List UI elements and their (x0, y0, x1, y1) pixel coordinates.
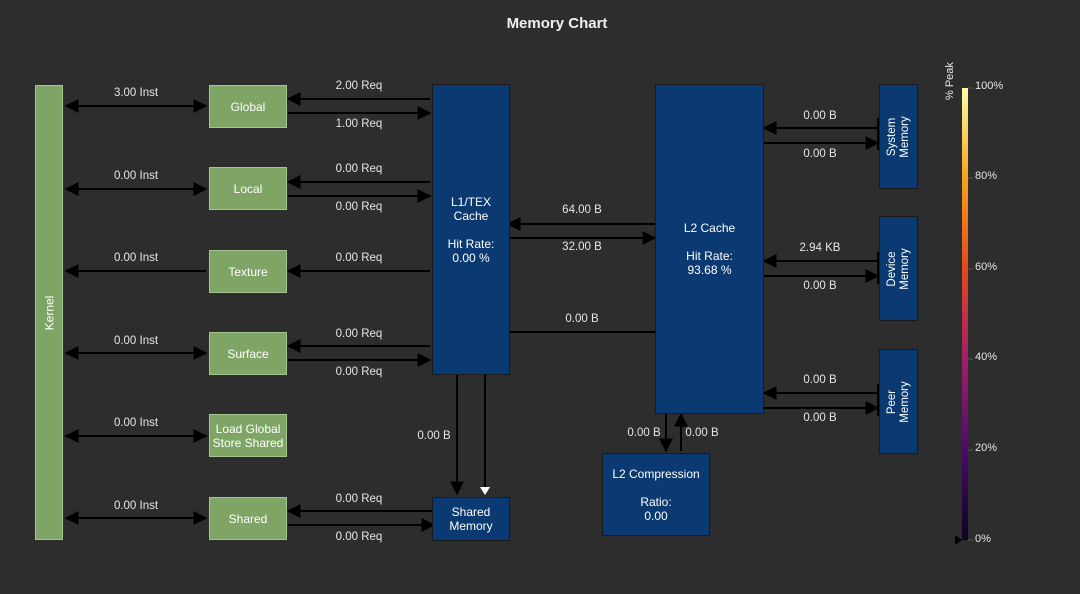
local-l1-top-label: 0.00 Req (335, 163, 383, 175)
load-global-store-shared-box[interactable]: Load Global Store Shared (209, 414, 287, 457)
colorbar-tick-80: 80% (975, 170, 998, 182)
surface-box[interactable]: Surface (209, 332, 287, 375)
colorbar-title: % Peak (944, 62, 956, 100)
colorbar (962, 88, 968, 540)
l1-hit-rate-label: Hit Rate: (447, 236, 495, 251)
peer-memory-line1: Peer (885, 389, 898, 414)
l2-hit-rate-value: 93.68 % (687, 263, 732, 277)
l2-system-bottom-label: 0.00 B (803, 148, 837, 160)
shared-label: Shared (228, 511, 268, 526)
texture-label: Texture (228, 264, 268, 279)
shared-sm-bottom-label: 0.00 Req (335, 531, 383, 543)
peer-memory-box[interactable]: Peer Memory (879, 349, 918, 454)
system-memory-line2: Memory (898, 115, 911, 158)
local-l1-bottom-label: 0.00 Req (335, 201, 383, 213)
l2-system-top-label: 0.00 B (803, 110, 837, 122)
surface-label: Surface (227, 346, 269, 361)
l1-hit-rate-value: 0.00 % (452, 250, 490, 265)
colorbar-tick-40: 40% (975, 351, 998, 363)
texture-l1-label: 0.00 Req (335, 252, 383, 264)
local-label: Local (233, 181, 263, 196)
l2-cache-box[interactable]: L2 Cache Hit Rate: 93.68 % (655, 84, 764, 414)
kernel-global-label: 3.00 Inst (113, 87, 159, 99)
colorbar-tick-60: 60% (975, 261, 998, 273)
l2-compression-name: L2 Compression (612, 466, 700, 481)
lgss-label-line1: Load Global (215, 421, 281, 436)
kernel-texture-label: 0.00 Inst (113, 252, 159, 264)
l2-comp-up-label: 0.00 B (685, 427, 719, 439)
l2-peer-top-label: 0.00 B (803, 374, 837, 386)
kernel-lgss-label: 0.00 Inst (113, 417, 159, 429)
l1-name-line2: Cache (453, 208, 489, 223)
peer-memory-line2: Memory (898, 380, 911, 423)
l2-compression-box[interactable]: L2 Compression Ratio: 0.00 (602, 453, 710, 536)
l1-sm-label: 0.00 B (417, 430, 451, 442)
global-l1-bottom-label: 1.00 Req (335, 118, 383, 130)
l1-tex-cache-box[interactable]: L1/TEX Cache Hit Rate: 0.00 % (432, 84, 510, 375)
device-memory-line1: Device (885, 250, 898, 287)
texture-box[interactable]: Texture (209, 250, 287, 293)
kernel-box[interactable]: Kernel (35, 85, 63, 540)
shared-box[interactable]: Shared (209, 497, 287, 540)
colorbar-tick-20: 20% (975, 442, 998, 454)
shared-sm-top-label: 0.00 Req (335, 493, 383, 505)
kernel-surface-label: 0.00 Inst (113, 335, 159, 347)
l2-compression-ratio-label: Ratio: (640, 494, 672, 509)
colorbar-tick-0: 0% (975, 533, 991, 545)
l2-device-bottom-label: 0.00 B (803, 280, 837, 292)
shared-memory-line1: Shared (451, 505, 491, 519)
surface-l1-top-label: 0.00 Req (335, 328, 383, 340)
l1-name-line1: L1/TEX (450, 194, 492, 209)
kernel-label: Kernel (42, 295, 56, 330)
l2-name: L2 Cache (683, 221, 736, 235)
lgss-label-line2: Store Shared (212, 435, 284, 450)
system-memory-line1: System (885, 117, 898, 156)
l2-sm-label: 0.00 B (565, 313, 599, 325)
local-box[interactable]: Local (209, 167, 287, 210)
surface-l1-bottom-label: 0.00 Req (335, 366, 383, 378)
device-memory-box[interactable]: Device Memory (879, 216, 918, 321)
l1-l2-top-label: 64.00 B (562, 204, 602, 216)
global-label: Global (230, 99, 266, 114)
l2-peer-bottom-label: 0.00 B (803, 412, 837, 424)
global-l1-top-label: 2.00 Req (335, 80, 383, 92)
l2-comp-down-label: 0.00 B (627, 427, 661, 439)
kernel-local-label: 0.00 Inst (113, 170, 159, 182)
system-memory-box[interactable]: System Memory (879, 84, 918, 189)
global-box[interactable]: Global (209, 85, 287, 128)
chart-title: Memory Chart (506, 15, 608, 32)
shared-memory-box[interactable]: Shared Memory (432, 497, 510, 541)
l1-l2-bottom-label: 32.00 B (562, 241, 602, 253)
colorbar-tick-100: 100% (975, 80, 1004, 92)
device-memory-line2: Memory (898, 247, 911, 290)
l2-device-top-label: 2.94 KB (799, 242, 841, 254)
l2-compression-ratio-value: 0.00 (644, 508, 668, 523)
l2-hit-rate-label: Hit Rate: (686, 249, 733, 263)
kernel-shared-label: 0.00 Inst (113, 500, 159, 512)
shared-memory-line2: Memory (449, 519, 493, 533)
